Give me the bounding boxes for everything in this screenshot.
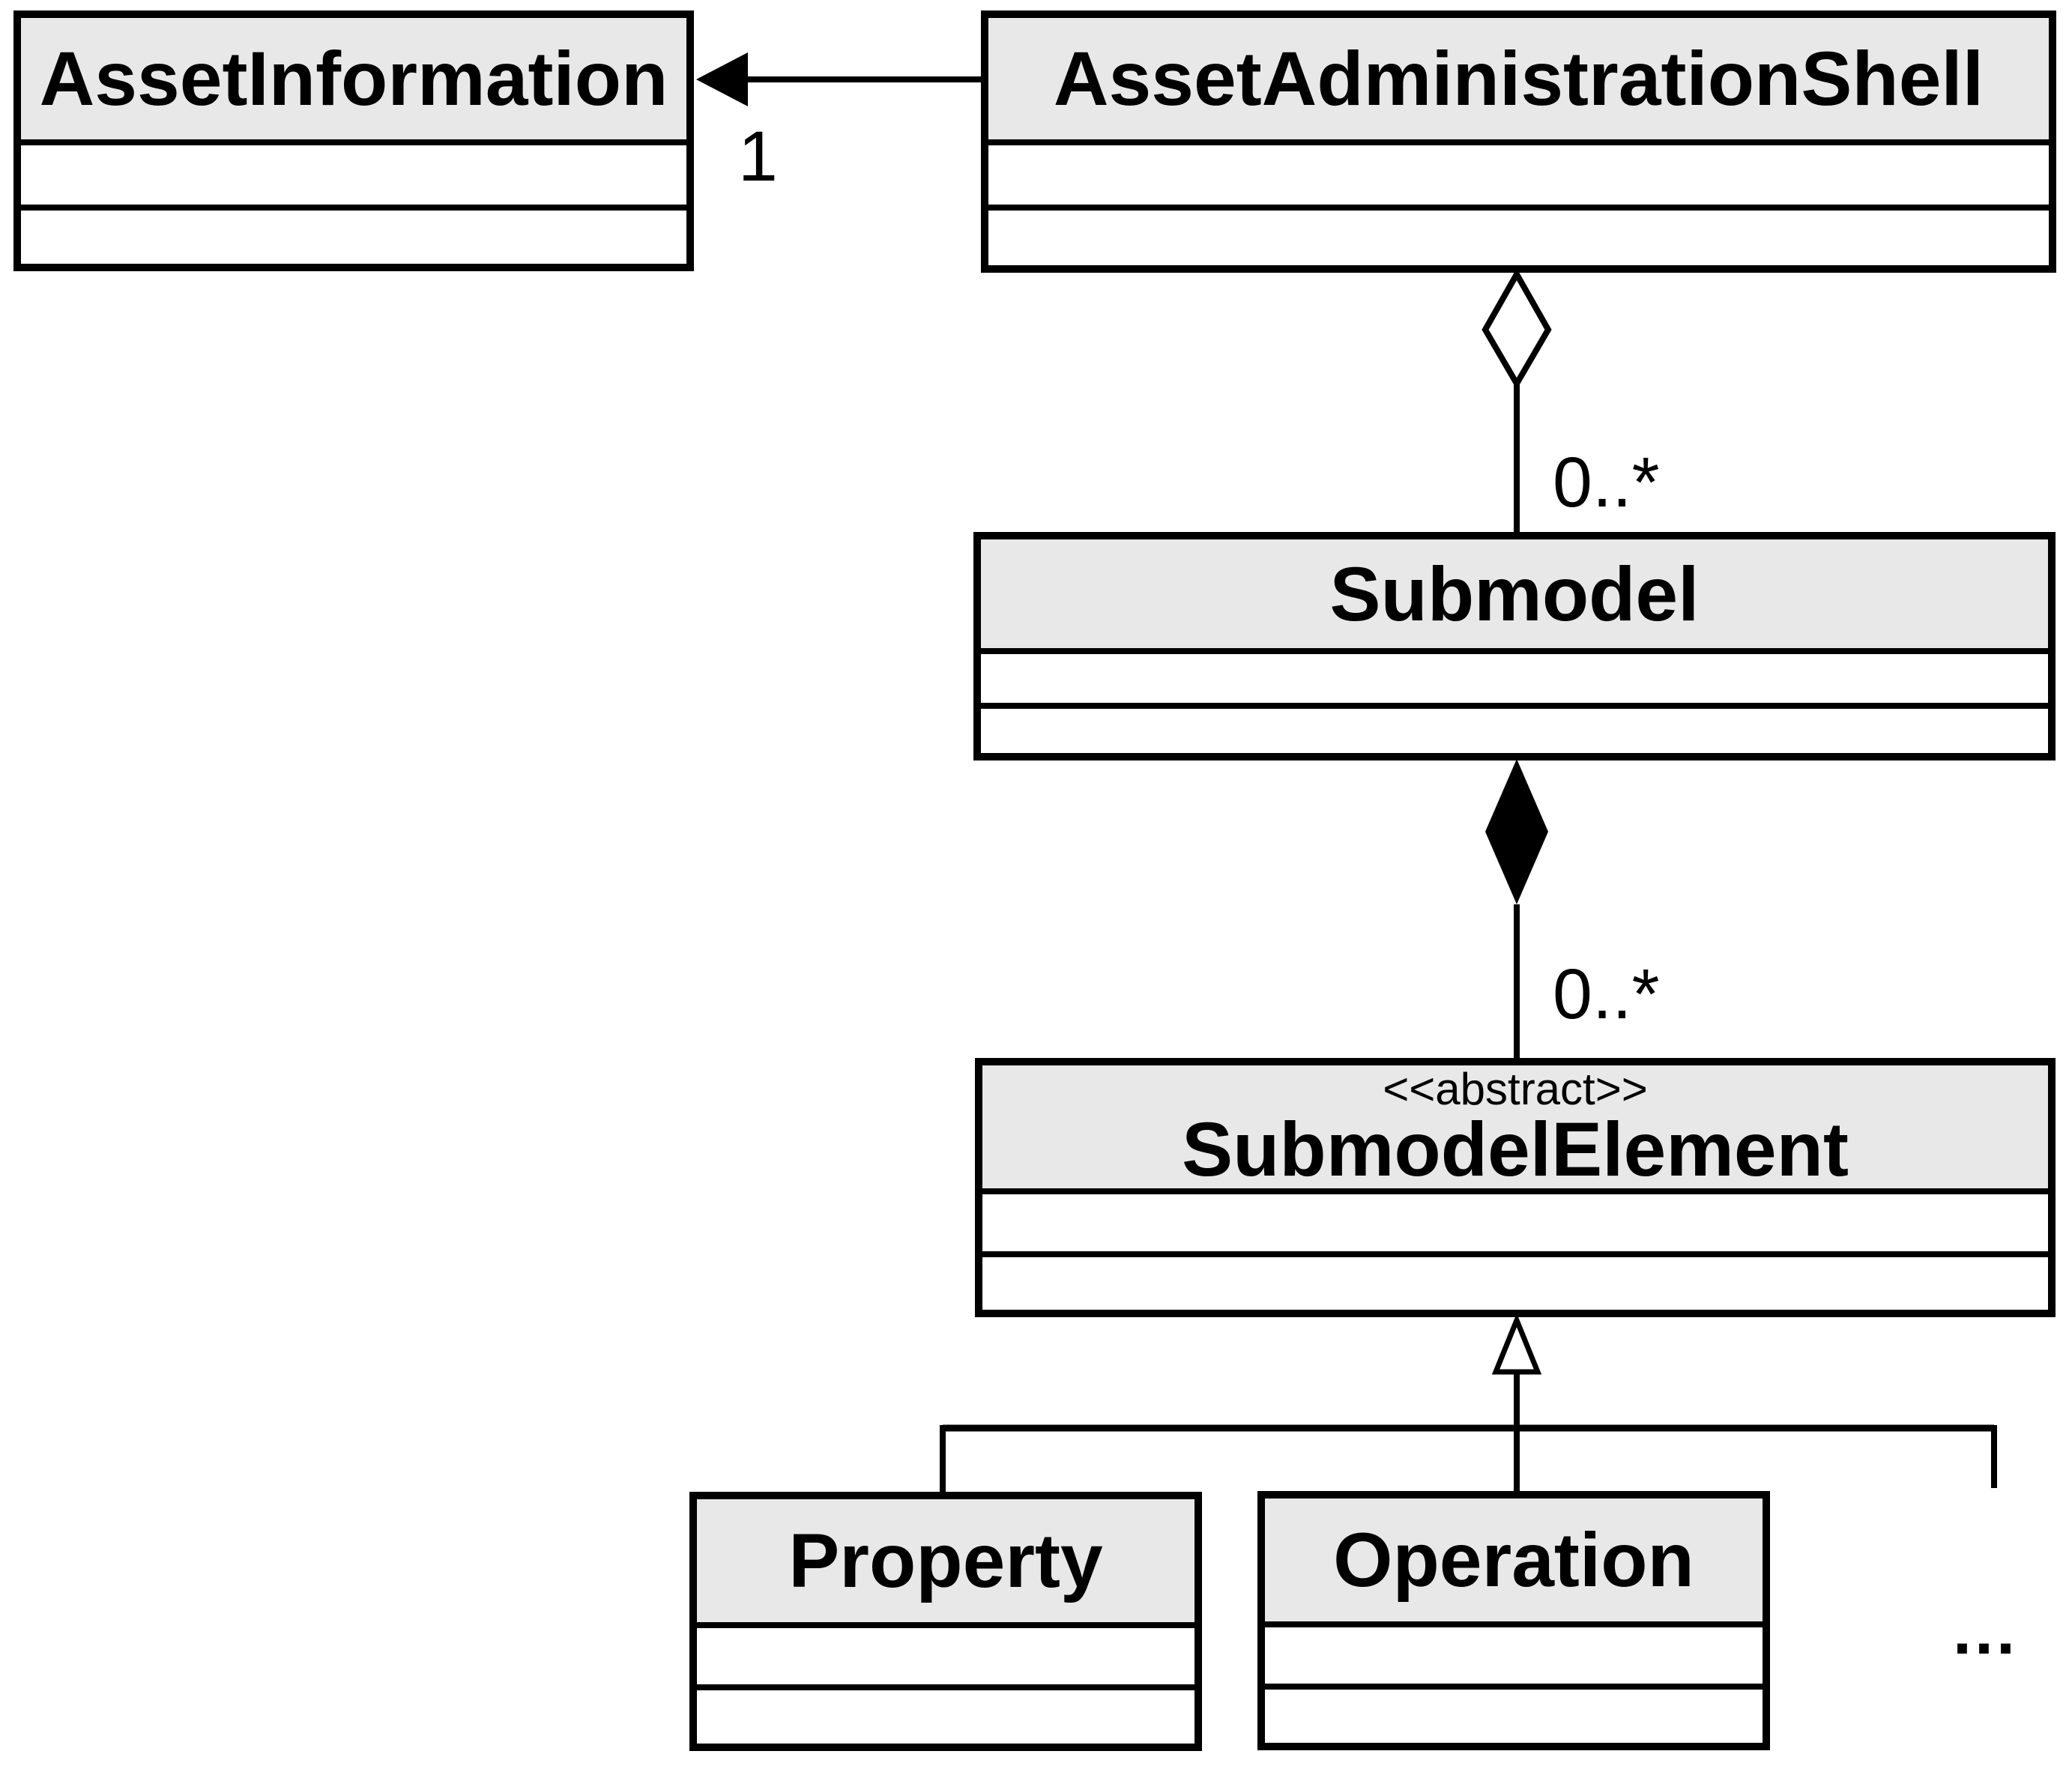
class-operation: Operation — [1257, 1491, 1770, 1750]
operations-compartment-submodel — [981, 703, 2048, 753]
class-property: Property — [689, 1492, 1202, 1751]
class-submodel: Submodel — [973, 532, 2056, 760]
more-subclasses-ellipsis: ... — [1953, 1594, 2019, 1669]
operations-compartment-property — [697, 1684, 1194, 1744]
class-name-operation: Operation — [1333, 1517, 1694, 1603]
multiplicity-label-association: 1 — [738, 117, 778, 196]
operations-compartment-asset-information — [21, 205, 686, 264]
class-name-asset-information: AssetInformation — [39, 36, 668, 121]
class-asset-information: AssetInformation — [13, 10, 694, 271]
operations-compartment-submodel-element — [982, 1251, 2048, 1310]
class-header-operation: Operation — [1265, 1499, 1763, 1621]
attributes-compartment-submodel-element — [982, 1188, 2048, 1251]
operations-compartment-operation — [1265, 1684, 1763, 1743]
operations-compartment-asset-administration-shell — [988, 205, 2049, 265]
attributes-compartment-operation — [1265, 1621, 1763, 1684]
class-asset-administration-shell: AssetAdministrationShell — [981, 10, 2056, 273]
class-header-submodel-element: <<abstract>> SubmodelElement — [982, 1065, 2048, 1188]
class-header-submodel: Submodel — [981, 539, 2048, 648]
class-name-property: Property — [788, 1518, 1103, 1603]
attributes-compartment-submodel — [981, 648, 2048, 703]
multiplicity-label-composition: 0..* — [1553, 955, 1660, 1034]
generalization-hollow-triangle-icon — [1491, 1313, 1542, 1375]
association-filled-arrowhead-icon — [696, 52, 748, 106]
class-name-submodel: Submodel — [1329, 551, 1700, 637]
class-header-property: Property — [697, 1499, 1194, 1622]
class-name-submodel-element: SubmodelElement — [1182, 1107, 1849, 1192]
aggregation-hollow-diamond-icon — [1481, 267, 1552, 390]
attributes-compartment-asset-administration-shell — [988, 139, 2049, 205]
class-header-asset-administration-shell: AssetAdministrationShell — [988, 18, 2049, 139]
class-name-asset-administration-shell: AssetAdministrationShell — [1053, 36, 1984, 121]
composition-filled-diamond-icon — [1485, 759, 1548, 904]
multiplicity-label-aggregation: 0..* — [1553, 443, 1660, 522]
class-header-asset-information: AssetInformation — [21, 18, 686, 139]
stereotype-abstract-label: <<abstract>> — [1383, 1064, 1648, 1114]
attributes-compartment-property — [697, 1622, 1194, 1684]
attributes-compartment-asset-information — [21, 139, 686, 205]
class-submodel-element: <<abstract>> SubmodelElement — [975, 1058, 2056, 1317]
